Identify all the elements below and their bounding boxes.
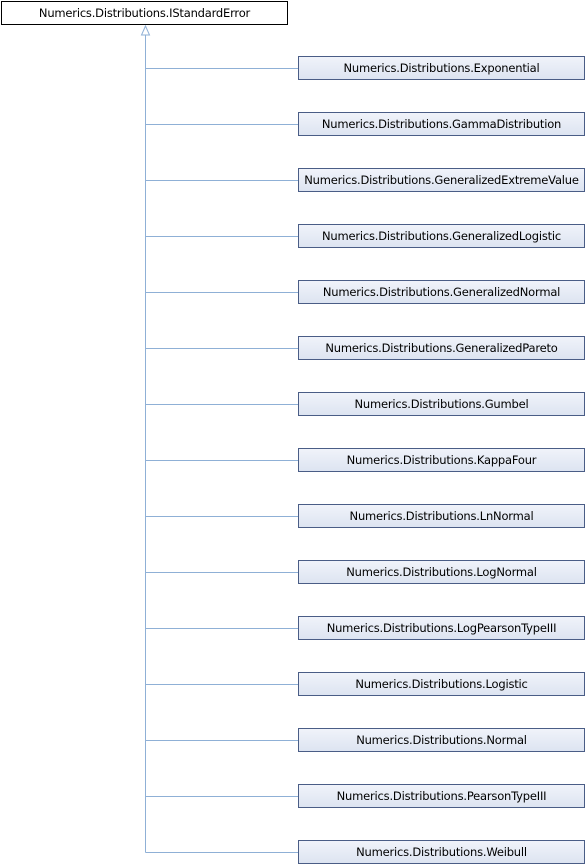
- derived-class-label: Numerics.Distributions.LogPearsonTypeIII: [326, 621, 557, 635]
- derived-class-node[interactable]: Numerics.Distributions.GeneralizedNormal: [298, 280, 585, 304]
- derived-class-label: Numerics.Distributions.Gumbel: [354, 397, 529, 411]
- derived-class-node[interactable]: Numerics.Distributions.GeneralizedExtrem…: [298, 168, 585, 192]
- derived-class-label: Numerics.Distributions.Weibull: [356, 845, 527, 859]
- derived-class-label: Numerics.Distributions.PearsonTypeIII: [336, 789, 547, 803]
- derived-class-node[interactable]: Numerics.Distributions.KappaFour: [298, 448, 585, 472]
- derived-class-label: Numerics.Distributions.GammaDistribution: [321, 117, 562, 131]
- derived-class-node[interactable]: Numerics.Distributions.GammaDistribution: [298, 112, 585, 136]
- derived-class-node[interactable]: Numerics.Distributions.LogNormal: [298, 560, 585, 584]
- derived-class-label: Numerics.Distributions.Exponential: [343, 61, 540, 75]
- derived-class-node[interactable]: Numerics.Distributions.Exponential: [298, 56, 585, 80]
- derived-class-node[interactable]: Numerics.Distributions.LnNormal: [298, 504, 585, 528]
- inheritance-arrowhead: [140, 24, 151, 36]
- derived-class-label: Numerics.Distributions.GeneralizedNormal: [322, 285, 561, 299]
- derived-class-label: Numerics.Distributions.GeneralizedLogist…: [321, 229, 562, 243]
- derived-class-label: Numerics.Distributions.GeneralizedExtrem…: [304, 173, 579, 187]
- derived-class-label: Numerics.Distributions.LogNormal: [346, 565, 537, 579]
- derived-class-node[interactable]: Numerics.Distributions.Normal: [298, 728, 585, 752]
- derived-class-node[interactable]: Numerics.Distributions.LogPearsonTypeIII: [298, 616, 585, 640]
- derived-class-label: Numerics.Distributions.KappaFour: [346, 453, 537, 467]
- derived-class-label: Numerics.Distributions.Logistic: [355, 677, 528, 691]
- derived-class-label: Numerics.Distributions.LnNormal: [349, 509, 534, 523]
- derived-class-label: Numerics.Distributions.GeneralizedPareto: [325, 341, 558, 355]
- base-interface-label: Numerics.Distributions.IStandardError: [38, 6, 251, 20]
- base-interface-node[interactable]: Numerics.Distributions.IStandardError: [1, 1, 288, 25]
- derived-class-node[interactable]: Numerics.Distributions.GeneralizedLogist…: [298, 224, 585, 248]
- derived-class-label: Numerics.Distributions.Normal: [356, 733, 527, 747]
- derived-class-node[interactable]: Numerics.Distributions.Logistic: [298, 672, 585, 696]
- derived-class-node[interactable]: Numerics.Distributions.Weibull: [298, 840, 585, 864]
- derived-class-node[interactable]: Numerics.Distributions.PearsonTypeIII: [298, 784, 585, 808]
- derived-class-node[interactable]: Numerics.Distributions.GeneralizedPareto: [298, 336, 585, 360]
- derived-class-node[interactable]: Numerics.Distributions.Gumbel: [298, 392, 585, 416]
